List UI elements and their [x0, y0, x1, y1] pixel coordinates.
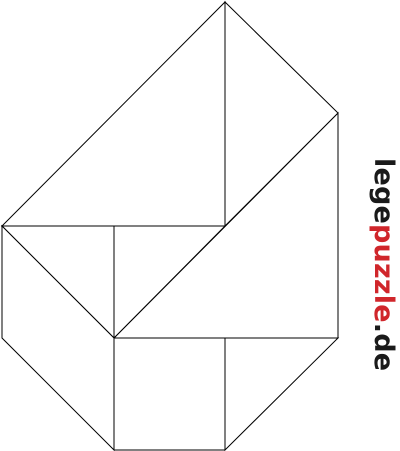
- parallelogram-top-right: [224, 0, 339, 228]
- large-triangle-top: [0, 0, 226, 227]
- brand-text-domain: .de: [368, 322, 399, 372]
- small-triangle-center: [113, 225, 227, 340]
- small-triangle-bottom-right: [224, 337, 340, 451]
- square-bottom: [113, 337, 226, 451]
- brand-label: legepuzzle.de: [365, 158, 400, 371]
- brand-text-puzzle: puzzle: [368, 224, 399, 323]
- brand-text-lege: lege: [368, 158, 399, 225]
